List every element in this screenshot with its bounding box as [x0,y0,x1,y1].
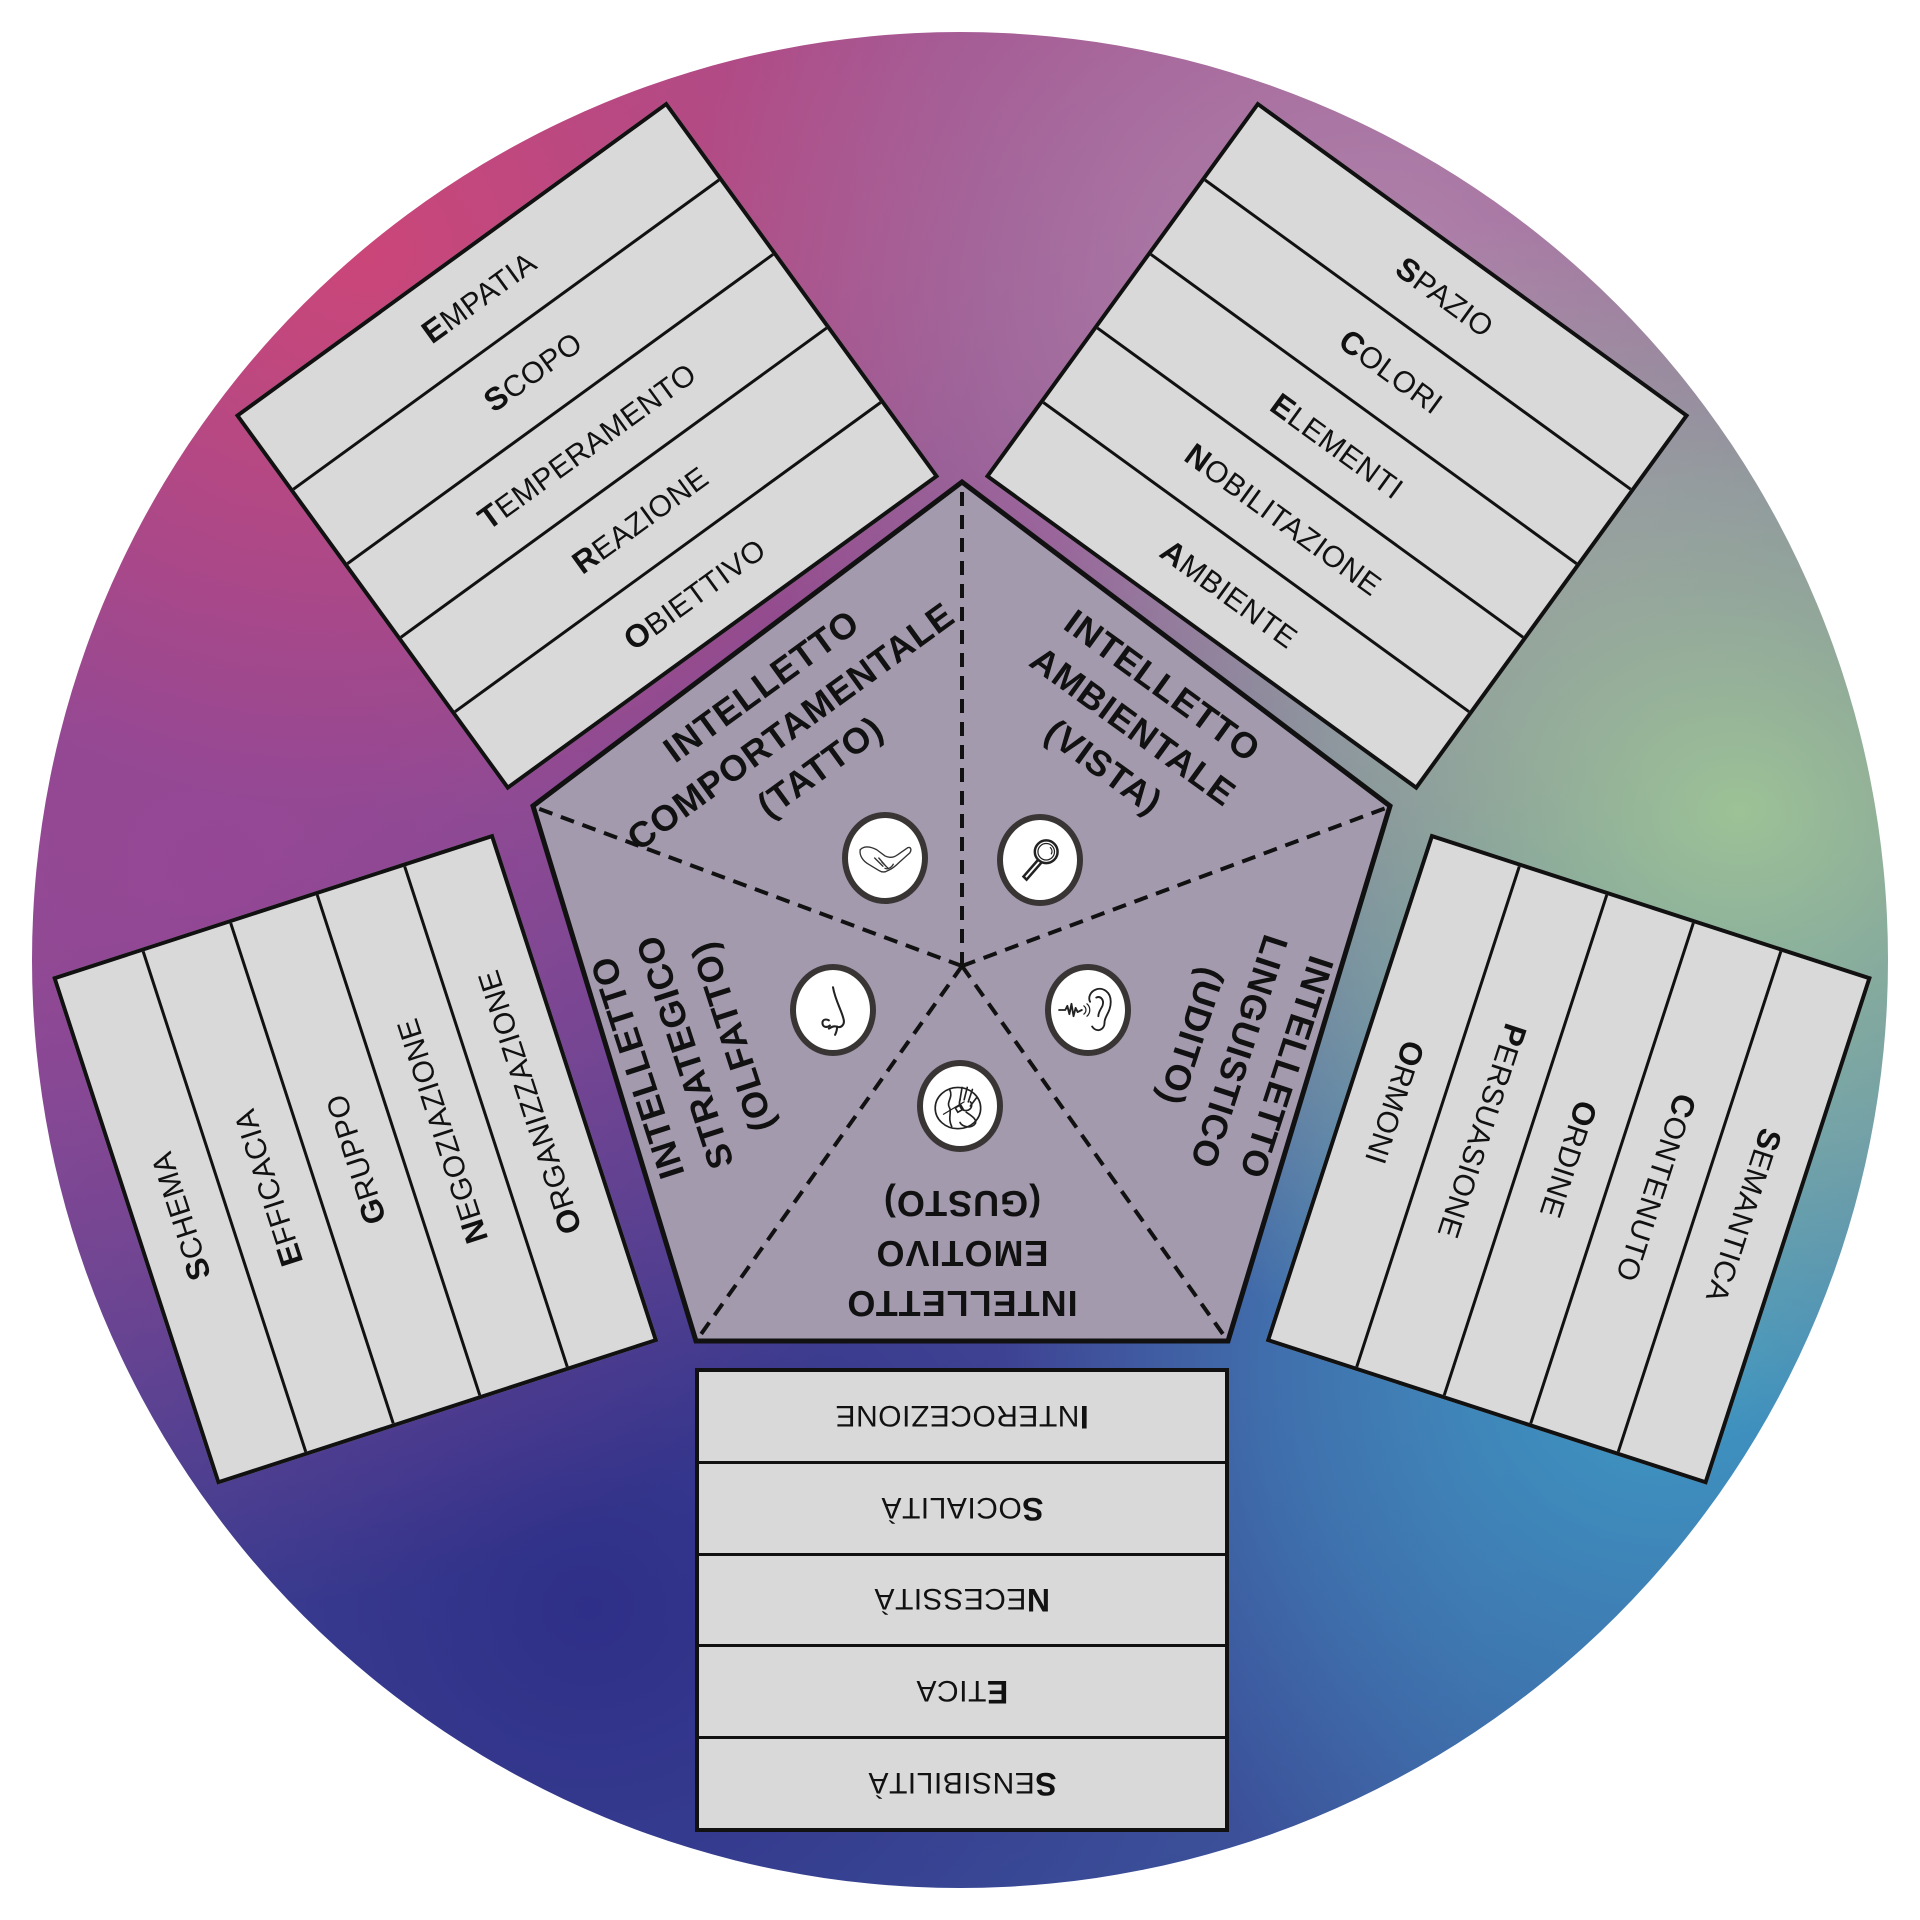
panel-row: ETICA [699,1647,1225,1740]
panel-row: NECESSITÀ [699,1556,1225,1648]
sector-divider [960,964,1227,1339]
sector-divider [961,806,1387,968]
panel-emotivo: INTEROCEZIONE SOCIALITÀ NECESSITÀ ETICA … [695,1368,1229,1832]
panel-row: INTEROCEZIONE [699,1372,1225,1464]
sector-label-emotivo: INTELLETTO EMOTIVO (GUSTO) [752,1178,1172,1328]
taste-icon [917,1060,1003,1152]
nose-icon [790,964,876,1056]
sector-divider [536,806,963,968]
magnifier-icon [997,814,1083,906]
sector-divider [697,964,964,1339]
label-line: EMOTIVO [875,1233,1049,1274]
panel-row: SOCIALITÀ [699,1464,1225,1556]
hands-touch-icon [842,812,928,904]
label-line: INTELLETTO [846,1283,1078,1324]
ear-icon [1045,964,1131,1056]
